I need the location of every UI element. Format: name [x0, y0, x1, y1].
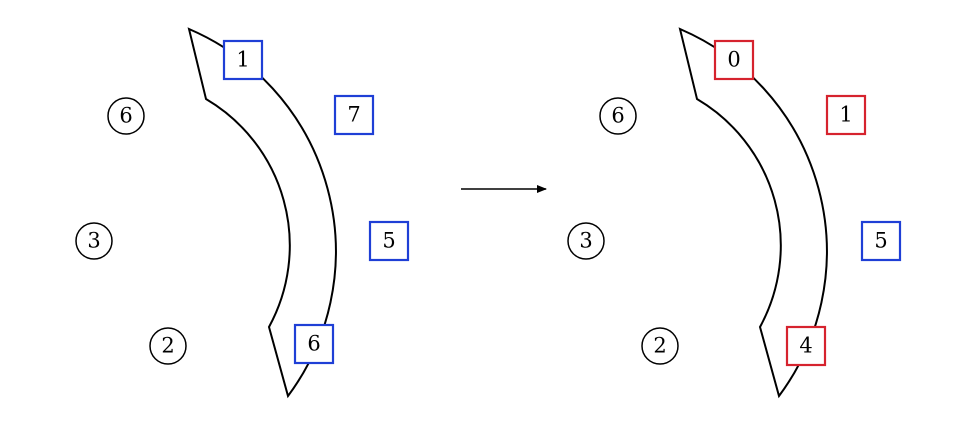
- left-box: 1: [222, 39, 264, 81]
- right-circled-node: 3: [567, 222, 605, 260]
- right-box: 4: [785, 325, 827, 367]
- left-annulus-sector: [187, 27, 337, 399]
- left-box-label: 7: [347, 103, 360, 127]
- right-box: 0: [713, 39, 755, 81]
- left-box-label: 5: [382, 229, 395, 253]
- left-circled-node-label: 2: [161, 334, 174, 358]
- left-circled-node: 6: [107, 97, 145, 135]
- left-box: 7: [333, 94, 375, 136]
- right-box: 5: [860, 220, 902, 262]
- right-panel: 6 3 2 0 1 5 4: [567, 27, 902, 399]
- right-circled-node-label: 6: [611, 104, 624, 128]
- left-panel: 6 3 2 1 7 5 6: [75, 27, 410, 399]
- left-circled-node: 2: [149, 327, 187, 365]
- left-circled-node: 3: [75, 222, 113, 260]
- right-circled-node: 6: [599, 97, 637, 135]
- right-circled-node-label: 2: [653, 334, 666, 358]
- right-box-label: 1: [839, 103, 852, 127]
- right-box-label: 0: [727, 48, 740, 72]
- left-box: 5: [368, 220, 410, 262]
- left-box-label: 1: [236, 48, 249, 72]
- right-circled-node: 2: [641, 327, 679, 365]
- right-box-label: 4: [799, 334, 812, 358]
- left-box-label: 6: [307, 332, 320, 356]
- right-annulus-sector: [678, 27, 828, 399]
- right-box-label: 5: [874, 229, 887, 253]
- right-circled-node-label: 3: [579, 229, 592, 253]
- right-box: 1: [825, 94, 867, 136]
- left-circled-node-label: 3: [87, 229, 100, 253]
- left-box: 6: [293, 323, 335, 365]
- left-circled-node-label: 6: [119, 104, 132, 128]
